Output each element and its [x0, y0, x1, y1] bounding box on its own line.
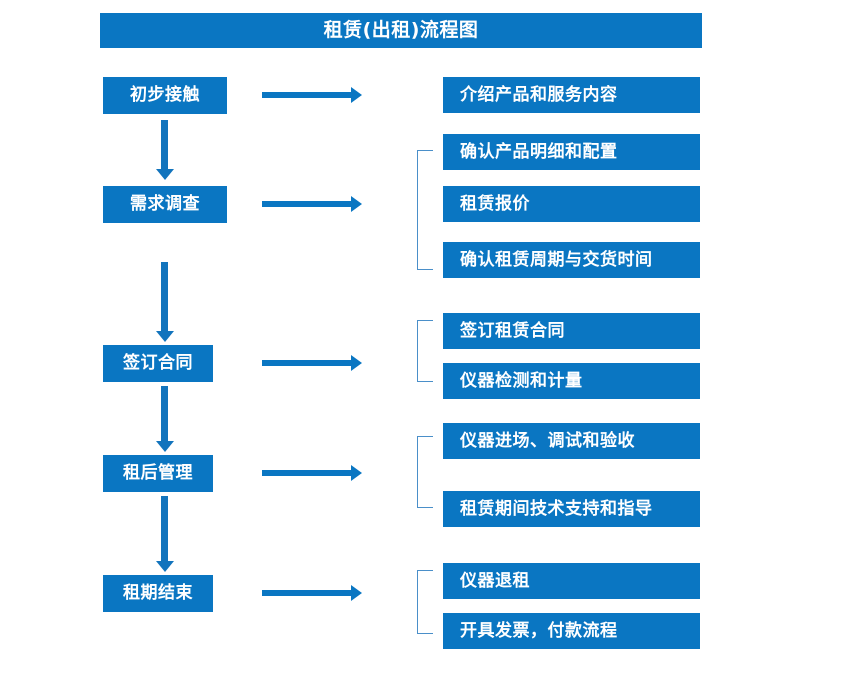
- detail-box-invoice-payment[interactable]: 开具发票，付款流程: [443, 613, 700, 649]
- down-arrow-initial-to-demand: [156, 120, 174, 180]
- stage-box-rental-end[interactable]: 租期结束: [103, 575, 213, 612]
- detail-box-confirm-product-spec[interactable]: 确认产品明细和配置: [443, 134, 700, 170]
- detail-box-instrument-installation[interactable]: 仪器进场、调试和验收: [443, 423, 700, 459]
- stage-box-post-rent-manage[interactable]: 租后管理: [103, 455, 213, 492]
- detail-box-confirm-period-delivery[interactable]: 确认租赁周期与交货时间: [443, 242, 700, 278]
- bracket-post-rent-manage-group: [417, 436, 433, 508]
- detail-box-rental-quotation[interactable]: 租赁报价: [443, 186, 700, 222]
- bracket-rental-end-group: [417, 570, 433, 634]
- detail-box-technical-support[interactable]: 租赁期间技术支持和指导: [443, 491, 700, 527]
- right-arrow-sign-contract: [262, 355, 362, 371]
- down-arrow-manage-to-end: [156, 496, 174, 572]
- down-arrow-contract-to-manage: [156, 386, 174, 452]
- stage-box-sign-contract[interactable]: 签订合同: [103, 345, 213, 382]
- bracket-sign-contract-group: [417, 320, 433, 382]
- right-arrow-rental-end: [262, 585, 362, 601]
- diagram-title: 租赁(出租)流程图: [100, 13, 702, 48]
- right-arrow-demand-survey: [262, 196, 362, 212]
- detail-box-sign-rental-contract[interactable]: 签订租赁合同: [443, 313, 700, 349]
- stage-box-initial-contact[interactable]: 初步接触: [103, 77, 227, 114]
- right-arrow-post-rent-manage: [262, 465, 362, 481]
- detail-box-instrument-return[interactable]: 仪器退租: [443, 563, 700, 599]
- stage-box-demand-survey[interactable]: 需求调查: [103, 186, 227, 223]
- detail-box-instrument-inspection[interactable]: 仪器检测和计量: [443, 363, 700, 399]
- right-arrow-initial-contact: [262, 87, 362, 103]
- bracket-demand-survey-group: [417, 150, 433, 270]
- down-arrow-demand-to-contract: [156, 262, 174, 342]
- detail-box-introduce-products[interactable]: 介绍产品和服务内容: [443, 77, 700, 113]
